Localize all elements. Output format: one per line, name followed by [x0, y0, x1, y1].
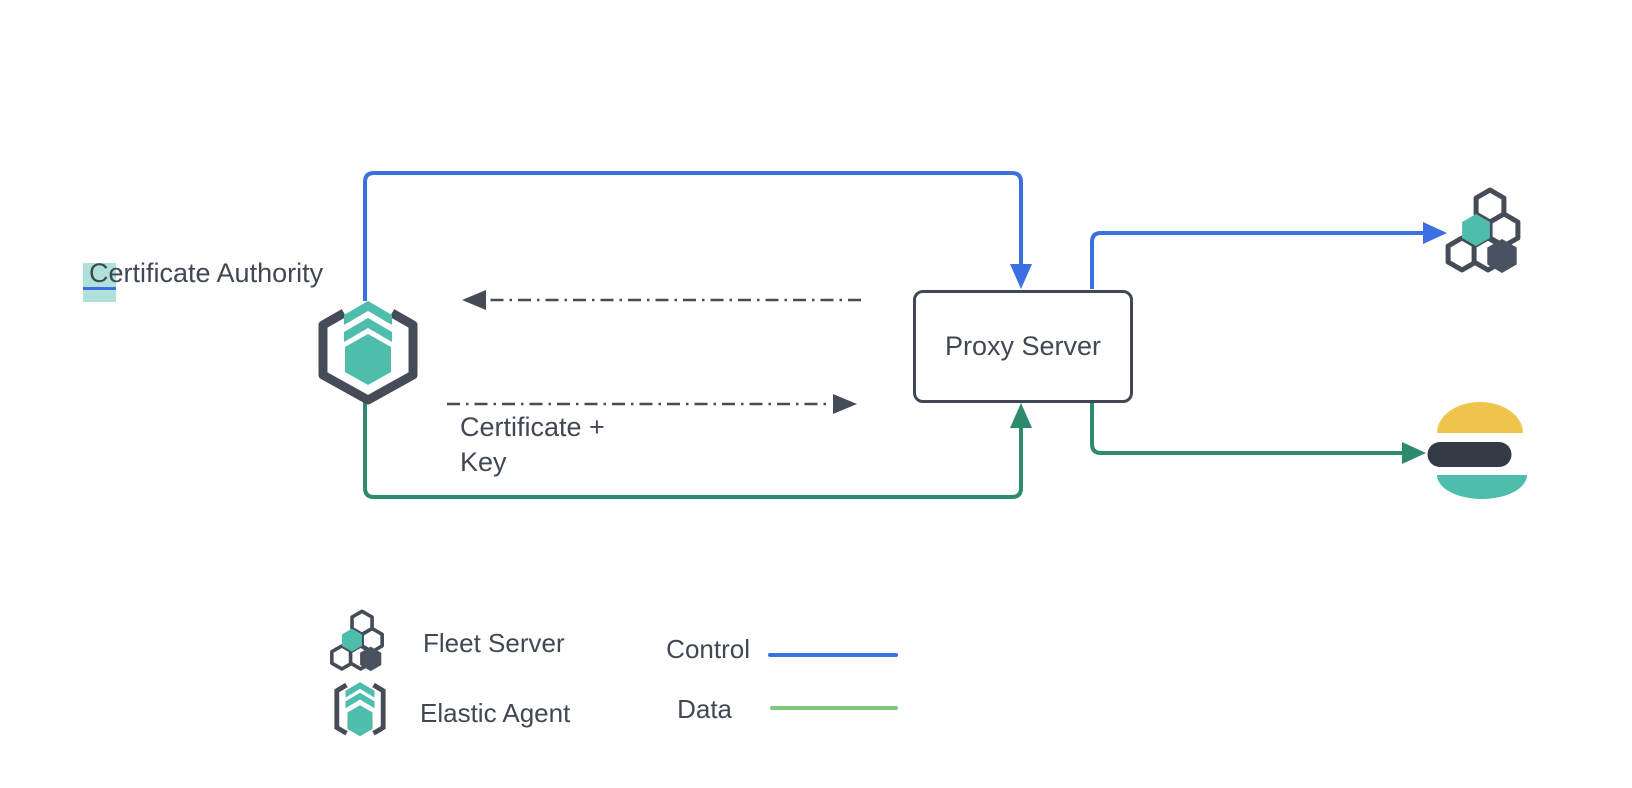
elasticsearch-icon[interactable] — [1427, 402, 1528, 499]
elastic-agent-icon[interactable] — [314, 296, 422, 406]
legend-elastic-agent-label[interactable]: Elastic Agent — [420, 698, 571, 728]
arrowhead-up — [1010, 403, 1032, 428]
arrowhead-down — [1010, 264, 1032, 289]
legend-fleet-server-label[interactable]: Fleet Server — [423, 628, 565, 658]
fleet-server-icon[interactable] — [1440, 186, 1526, 282]
agent-hex-outline — [318, 309, 418, 405]
legend-control-label[interactable]: Control — [666, 634, 750, 664]
control-connector-proxy-to-fleet[interactable] — [1090, 222, 1447, 289]
es-top-yellow — [1437, 402, 1523, 433]
arrowhead-right — [833, 394, 857, 414]
legend-data-label[interactable]: Data — [677, 694, 732, 724]
legend-elastic-agent-icon[interactable] — [331, 682, 389, 746]
dashed-connector-cert-request[interactable] — [462, 290, 861, 310]
legend-fleet-server-icon[interactable] — [326, 608, 388, 678]
dashed-connector-cert-key[interactable] — [447, 394, 857, 414]
legend-data-line-swatch[interactable] — [770, 706, 898, 710]
data-connector-proxy-to-elasticsearch[interactable] — [1090, 403, 1426, 464]
control-connector-agent-to-proxy[interactable] — [363, 171, 1032, 301]
certificate-authority-label[interactable]: Certificate Authority — [83, 258, 383, 304]
proxy-server-node[interactable]: Proxy Server — [913, 290, 1133, 403]
agent-chevron-top — [344, 301, 392, 325]
fleet-hex-teal — [1462, 214, 1490, 246]
es-bottom-teal — [1437, 475, 1527, 499]
proxy-server-label: Proxy Server — [944, 331, 1102, 361]
text-selection-highlight — [83, 263, 116, 302]
arrowhead-left — [462, 290, 486, 310]
legend-control-line-swatch[interactable] — [768, 653, 898, 657]
bracket-left — [334, 682, 348, 736]
selected-letter: C — [89, 258, 109, 288]
arrowhead-right — [1423, 222, 1447, 244]
es-middle-bar — [1427, 442, 1512, 467]
arrowhead-right — [1402, 442, 1426, 464]
bracket-right — [372, 682, 386, 736]
label-rest: ertificate Authority — [108, 258, 324, 288]
data-connector-agent-to-proxy[interactable] — [363, 402, 1032, 499]
certificate-key-label[interactable]: Certificate + Key — [460, 412, 605, 477]
agent-chevron-bottom — [344, 318, 392, 342]
text-cursor-underline — [83, 287, 116, 290]
fleet-hex-dark — [1487, 239, 1517, 273]
agent-hexagon — [345, 334, 391, 385]
